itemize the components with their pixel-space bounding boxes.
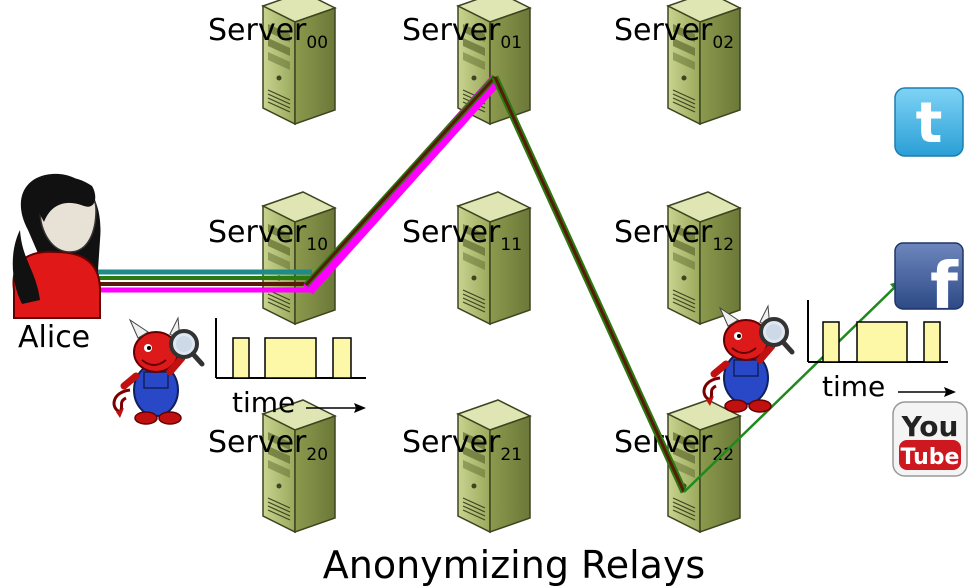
twitter-logo-icon: t <box>894 87 964 157</box>
svg-text:Tube: Tube <box>901 445 960 470</box>
server-icon <box>262 191 336 325</box>
svg-text:t: t <box>916 91 943 156</box>
diagram-caption: Anonymizing Relays <box>323 543 705 586</box>
server-icon <box>457 191 531 325</box>
time-label: time <box>822 370 885 403</box>
server-label: Server10 <box>208 215 328 255</box>
pulse <box>232 337 250 379</box>
timing-chart-right: time <box>807 300 956 403</box>
server-label: Server21 <box>402 425 522 465</box>
server-label: Server01 <box>402 13 522 53</box>
route-server01-to-server22 <box>491 75 688 494</box>
pulse <box>856 321 908 363</box>
youtube-logo-icon: You Tube <box>892 401 968 477</box>
server-22: Server22 <box>614 399 741 533</box>
pulse <box>264 337 317 379</box>
server-10: Server10 <box>208 191 336 325</box>
server-icon <box>262 399 336 533</box>
route-server10-to-server01 <box>303 74 501 295</box>
svg-text:f: f <box>930 250 959 324</box>
server-label: Server11 <box>402 215 522 255</box>
devil-observer-icon <box>704 306 792 412</box>
server-label: Server20 <box>208 425 328 465</box>
server-21: Server21 <box>402 399 531 533</box>
server-label: Server02 <box>614 13 734 53</box>
server-icon <box>667 191 741 325</box>
timing-chart-left: time <box>215 318 366 419</box>
server-12: Server12 <box>614 191 741 325</box>
server-icon <box>457 399 531 533</box>
server-00: Server00 <box>208 0 336 125</box>
server-11: Server11 <box>402 191 531 325</box>
alice-label: Alice <box>18 320 90 355</box>
devil-observer-icon <box>114 318 202 424</box>
pulse <box>332 337 352 379</box>
alice-avatar-icon <box>12 173 101 319</box>
server-01: Server01 <box>402 0 531 125</box>
route-alice-to-server10 <box>62 269 312 293</box>
facebook-logo-icon: f <box>894 242 964 324</box>
server-icon <box>667 399 741 533</box>
time-label: time <box>232 386 295 419</box>
pulse <box>822 321 840 363</box>
server-label: Server12 <box>614 215 734 255</box>
server-02: Server02 <box>614 0 741 125</box>
server-label: Server00 <box>208 13 328 53</box>
server-20: Server20 <box>208 399 336 533</box>
pulse <box>923 321 941 363</box>
svg-text:You: You <box>901 410 959 443</box>
